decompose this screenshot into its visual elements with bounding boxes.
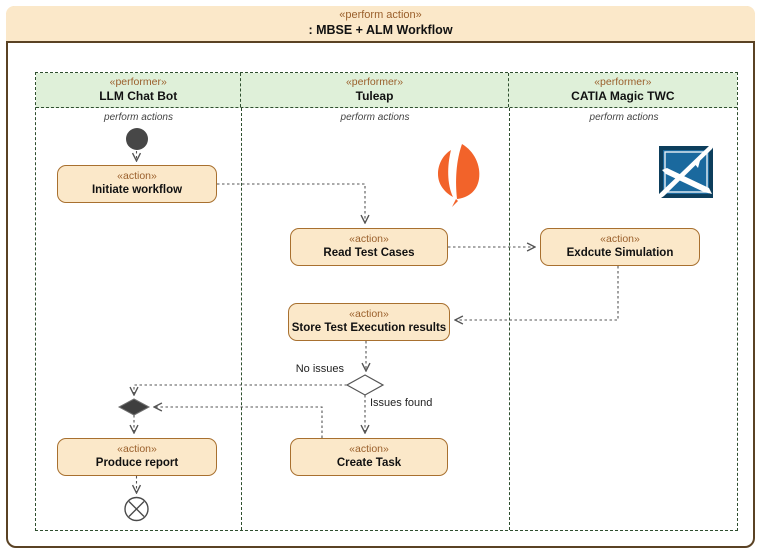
action-execute-simulation[interactable]: «action» Exdcute Simulation bbox=[540, 228, 700, 266]
action-label: Initiate workflow bbox=[91, 184, 183, 197]
action-store-test-execution-results[interactable]: «action» Store Test Execution results bbox=[288, 303, 450, 341]
tuleap-logo-icon bbox=[438, 144, 480, 207]
action-label: Read Test Cases bbox=[323, 247, 415, 260]
lane-sublabel: perform actions bbox=[340, 112, 410, 123]
lane-name: CATIA Magic TWC bbox=[571, 89, 675, 104]
action-stereotype: «action» bbox=[349, 232, 389, 245]
action-stereotype: «action» bbox=[117, 169, 157, 182]
lane-name: Tuleap bbox=[355, 89, 394, 104]
swimlane-container: «performer» LLM Chat Bot «performer» Tul… bbox=[35, 72, 738, 531]
lane-name: LLM Chat Bot bbox=[99, 89, 178, 104]
swimlane-header-row: «performer» LLM Chat Bot «performer» Tul… bbox=[36, 73, 737, 108]
catia-magic-twc-logo-icon bbox=[655, 143, 716, 202]
action-label: Produce report bbox=[95, 457, 179, 470]
lane-stereotype: «performer» bbox=[594, 75, 652, 88]
lane-sublabel: perform actions bbox=[104, 112, 173, 123]
initial-node[interactable] bbox=[126, 128, 148, 150]
diagram-title-bar[interactable]: «perform action» : MBSE + ALM Workflow bbox=[6, 6, 755, 43]
lane-divider bbox=[509, 108, 510, 530]
action-read-test-cases[interactable]: «action» Read Test Cases bbox=[290, 228, 448, 266]
lane-sublabel: perform actions bbox=[589, 112, 659, 123]
lane-header-llm-chat-bot[interactable]: «performer» LLM Chat Bot bbox=[36, 73, 240, 107]
action-label: Exdcute Simulation bbox=[566, 247, 674, 260]
guard-no-issues: No issues bbox=[295, 363, 344, 375]
action-produce-report[interactable]: «action» Produce report bbox=[57, 438, 217, 476]
lane-divider bbox=[241, 108, 242, 530]
action-label: Store Test Execution results bbox=[291, 322, 447, 335]
lane-stereotype: «performer» bbox=[345, 75, 404, 88]
diagram-stereotype: «perform action» bbox=[339, 8, 422, 21]
action-create-task[interactable]: «action» Create Task bbox=[290, 438, 448, 476]
lane-stereotype: «performer» bbox=[109, 75, 167, 88]
lane-header-catia-magic-twc[interactable]: «performer» CATIA Magic TWC bbox=[507, 73, 737, 107]
lane-header-tuleap[interactable]: «performer» Tuleap bbox=[240, 73, 507, 107]
guard-issues-found: Issues found bbox=[370, 397, 433, 409]
action-stereotype: «action» bbox=[349, 307, 389, 320]
action-label: Create Task bbox=[336, 457, 402, 470]
action-stereotype: «action» bbox=[117, 442, 157, 455]
action-stereotype: «action» bbox=[600, 232, 640, 245]
action-initiate-workflow[interactable]: «action» Initiate workflow bbox=[57, 165, 217, 203]
action-stereotype: «action» bbox=[349, 442, 389, 455]
diagram-title: : MBSE + ALM Workflow bbox=[308, 22, 453, 37]
